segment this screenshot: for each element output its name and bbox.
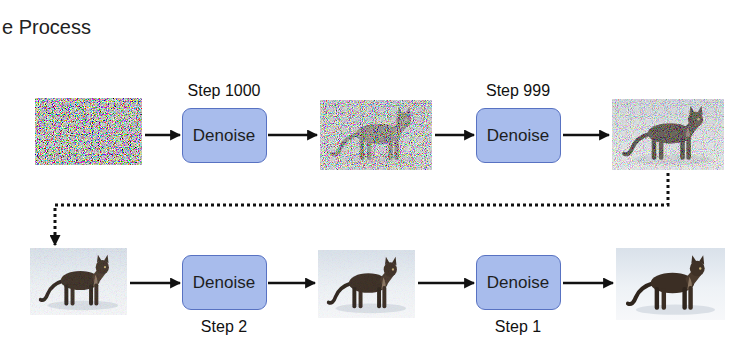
dotted-continuation bbox=[55, 173, 668, 245]
noisy-cat-image bbox=[320, 100, 432, 170]
step-label: Step 2 bbox=[201, 318, 247, 336]
denoise-box: Step 1000Denoise bbox=[182, 108, 267, 163]
flow-arrow bbox=[435, 134, 474, 137]
flow-arrow bbox=[563, 282, 613, 285]
flow-arrows bbox=[55, 135, 668, 283]
flow-arrow bbox=[268, 134, 317, 137]
flow-arrow bbox=[268, 282, 315, 285]
flow-arrow bbox=[145, 134, 180, 137]
noise-image bbox=[35, 98, 142, 165]
cat-image bbox=[30, 248, 127, 315]
cat-image bbox=[318, 250, 415, 318]
box-label: Denoise bbox=[193, 273, 255, 293]
flow-arrow bbox=[130, 282, 180, 285]
cat-image bbox=[616, 248, 725, 320]
box-label: Denoise bbox=[487, 273, 549, 293]
denoise-box: DenoiseStep 1 bbox=[476, 255, 561, 310]
step-label: Step 999 bbox=[486, 82, 550, 100]
denoise-box: DenoiseStep 2 bbox=[182, 255, 267, 310]
step-label: Step 1000 bbox=[188, 82, 261, 100]
flow-arrow bbox=[563, 134, 609, 137]
page-title: e Process bbox=[2, 16, 91, 39]
box-label: Denoise bbox=[193, 126, 255, 146]
denoise-box: Step 999Denoise bbox=[476, 108, 561, 163]
flow-arrow bbox=[418, 282, 474, 285]
box-label: Denoise bbox=[487, 126, 549, 146]
step-label: Step 1 bbox=[495, 318, 541, 336]
noisy-cat-image bbox=[612, 99, 724, 170]
